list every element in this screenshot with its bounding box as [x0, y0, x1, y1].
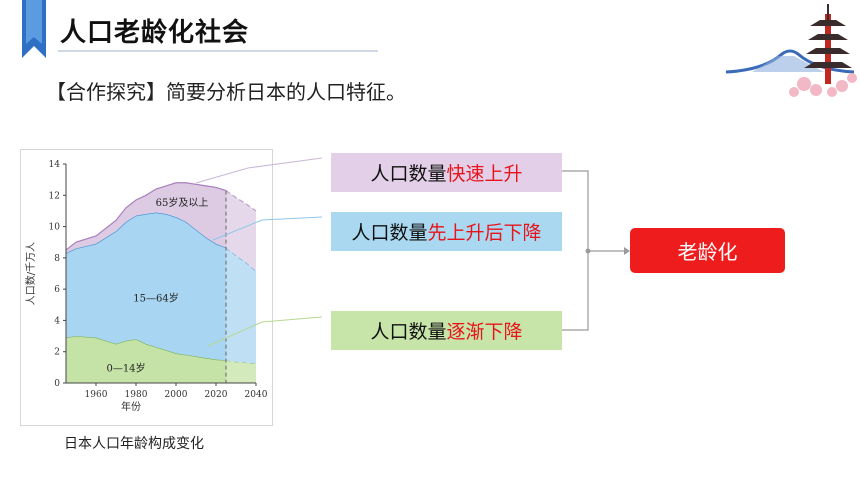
y-tick-label: 4 — [54, 316, 60, 326]
band-15-64-label: 15—64岁 — [133, 292, 178, 305]
x-tick-label: 2040 — [245, 390, 268, 400]
trend-box-15-64: 人口数量先上升后下降 — [331, 212, 562, 251]
band-65-plus-projection-edge — [225, 190, 257, 212]
x-tick-label: 1960 — [85, 390, 108, 400]
trend-box-highlight: 逐渐下降 — [446, 321, 523, 343]
trend-box-prefix: 人口数量 — [370, 321, 447, 343]
page-title: 人口老龄化社会 — [60, 18, 250, 48]
trend-box-prefix: 人口数量 — [351, 222, 428, 244]
trend-box-0-14: 人口数量逐渐下降 — [331, 311, 562, 350]
pagoda-decoration-icon — [725, 4, 857, 97]
band-15-64-projection-edge — [225, 247, 257, 272]
title-underline — [58, 50, 378, 52]
trend-box-highlight: 先上升后下降 — [427, 222, 542, 244]
y-tick-label: 12 — [49, 191, 60, 201]
band-65-plus-area — [66, 182, 256, 272]
task-prompt: 【合作探究】简要分析日本的人口特征。 — [46, 80, 406, 104]
y-tick-label: 2 — [54, 348, 60, 358]
band-0-14-label: 0—14岁 — [106, 361, 145, 374]
trend-box-prefix: 人口数量 — [370, 163, 447, 185]
band-65-plus-edge — [65, 182, 227, 251]
y-tick-label: 0 — [54, 379, 60, 389]
conclusion-box: 老龄化 — [630, 228, 785, 273]
y-tick-label: 8 — [54, 254, 60, 264]
y-axis-label: 人口数/千万人 — [24, 242, 37, 305]
y-tick-label: 14 — [49, 160, 61, 170]
band-15-64-area — [66, 212, 256, 364]
y-tick-label: 6 — [54, 285, 60, 295]
bookmark-icon — [22, 0, 46, 58]
x-axis-label: 年份 — [121, 400, 141, 413]
trend-box-highlight: 快速上升 — [446, 163, 523, 185]
projection-overlay — [226, 164, 256, 383]
trend-box-65-plus: 人口数量快速上升 — [331, 153, 562, 192]
band-65-plus-label: 65岁及以上 — [156, 196, 209, 209]
population-age-structure-chart: 0 2 4 6 8 10 12 14 1960 1980 2000 2020 2040 年份 人口数/千万… — [24, 160, 268, 413]
x-tick-label: 1980 — [125, 390, 148, 400]
x-tick-label: 2000 — [165, 390, 188, 400]
band-0-14-area — [66, 336, 256, 383]
y-tick-label: 10 — [49, 223, 61, 233]
x-tick-label: 2020 — [205, 390, 228, 400]
figure-caption: 日本人口年龄构成变化 — [64, 436, 204, 452]
